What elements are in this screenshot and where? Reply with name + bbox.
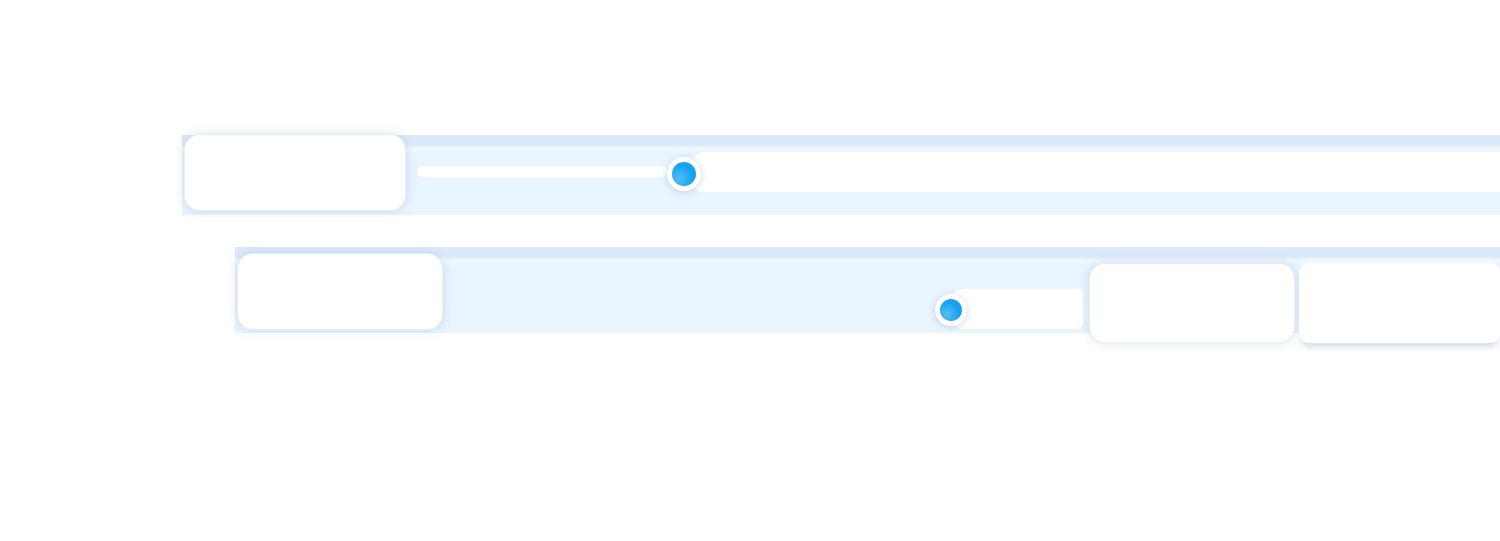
row-1-right-panel: [692, 152, 1500, 192]
slider-2-thumb[interactable]: [940, 299, 962, 321]
slider-1-track[interactable]: [417, 166, 667, 177]
slider-1-thumb[interactable]: [672, 162, 696, 186]
row-2-right-card: [1089, 263, 1295, 343]
row-2-right-panel: [1299, 263, 1500, 343]
row-2-mid-panel: [946, 289, 1083, 329]
row-1-card: [184, 134, 406, 211]
row-2-card: [237, 253, 443, 330]
